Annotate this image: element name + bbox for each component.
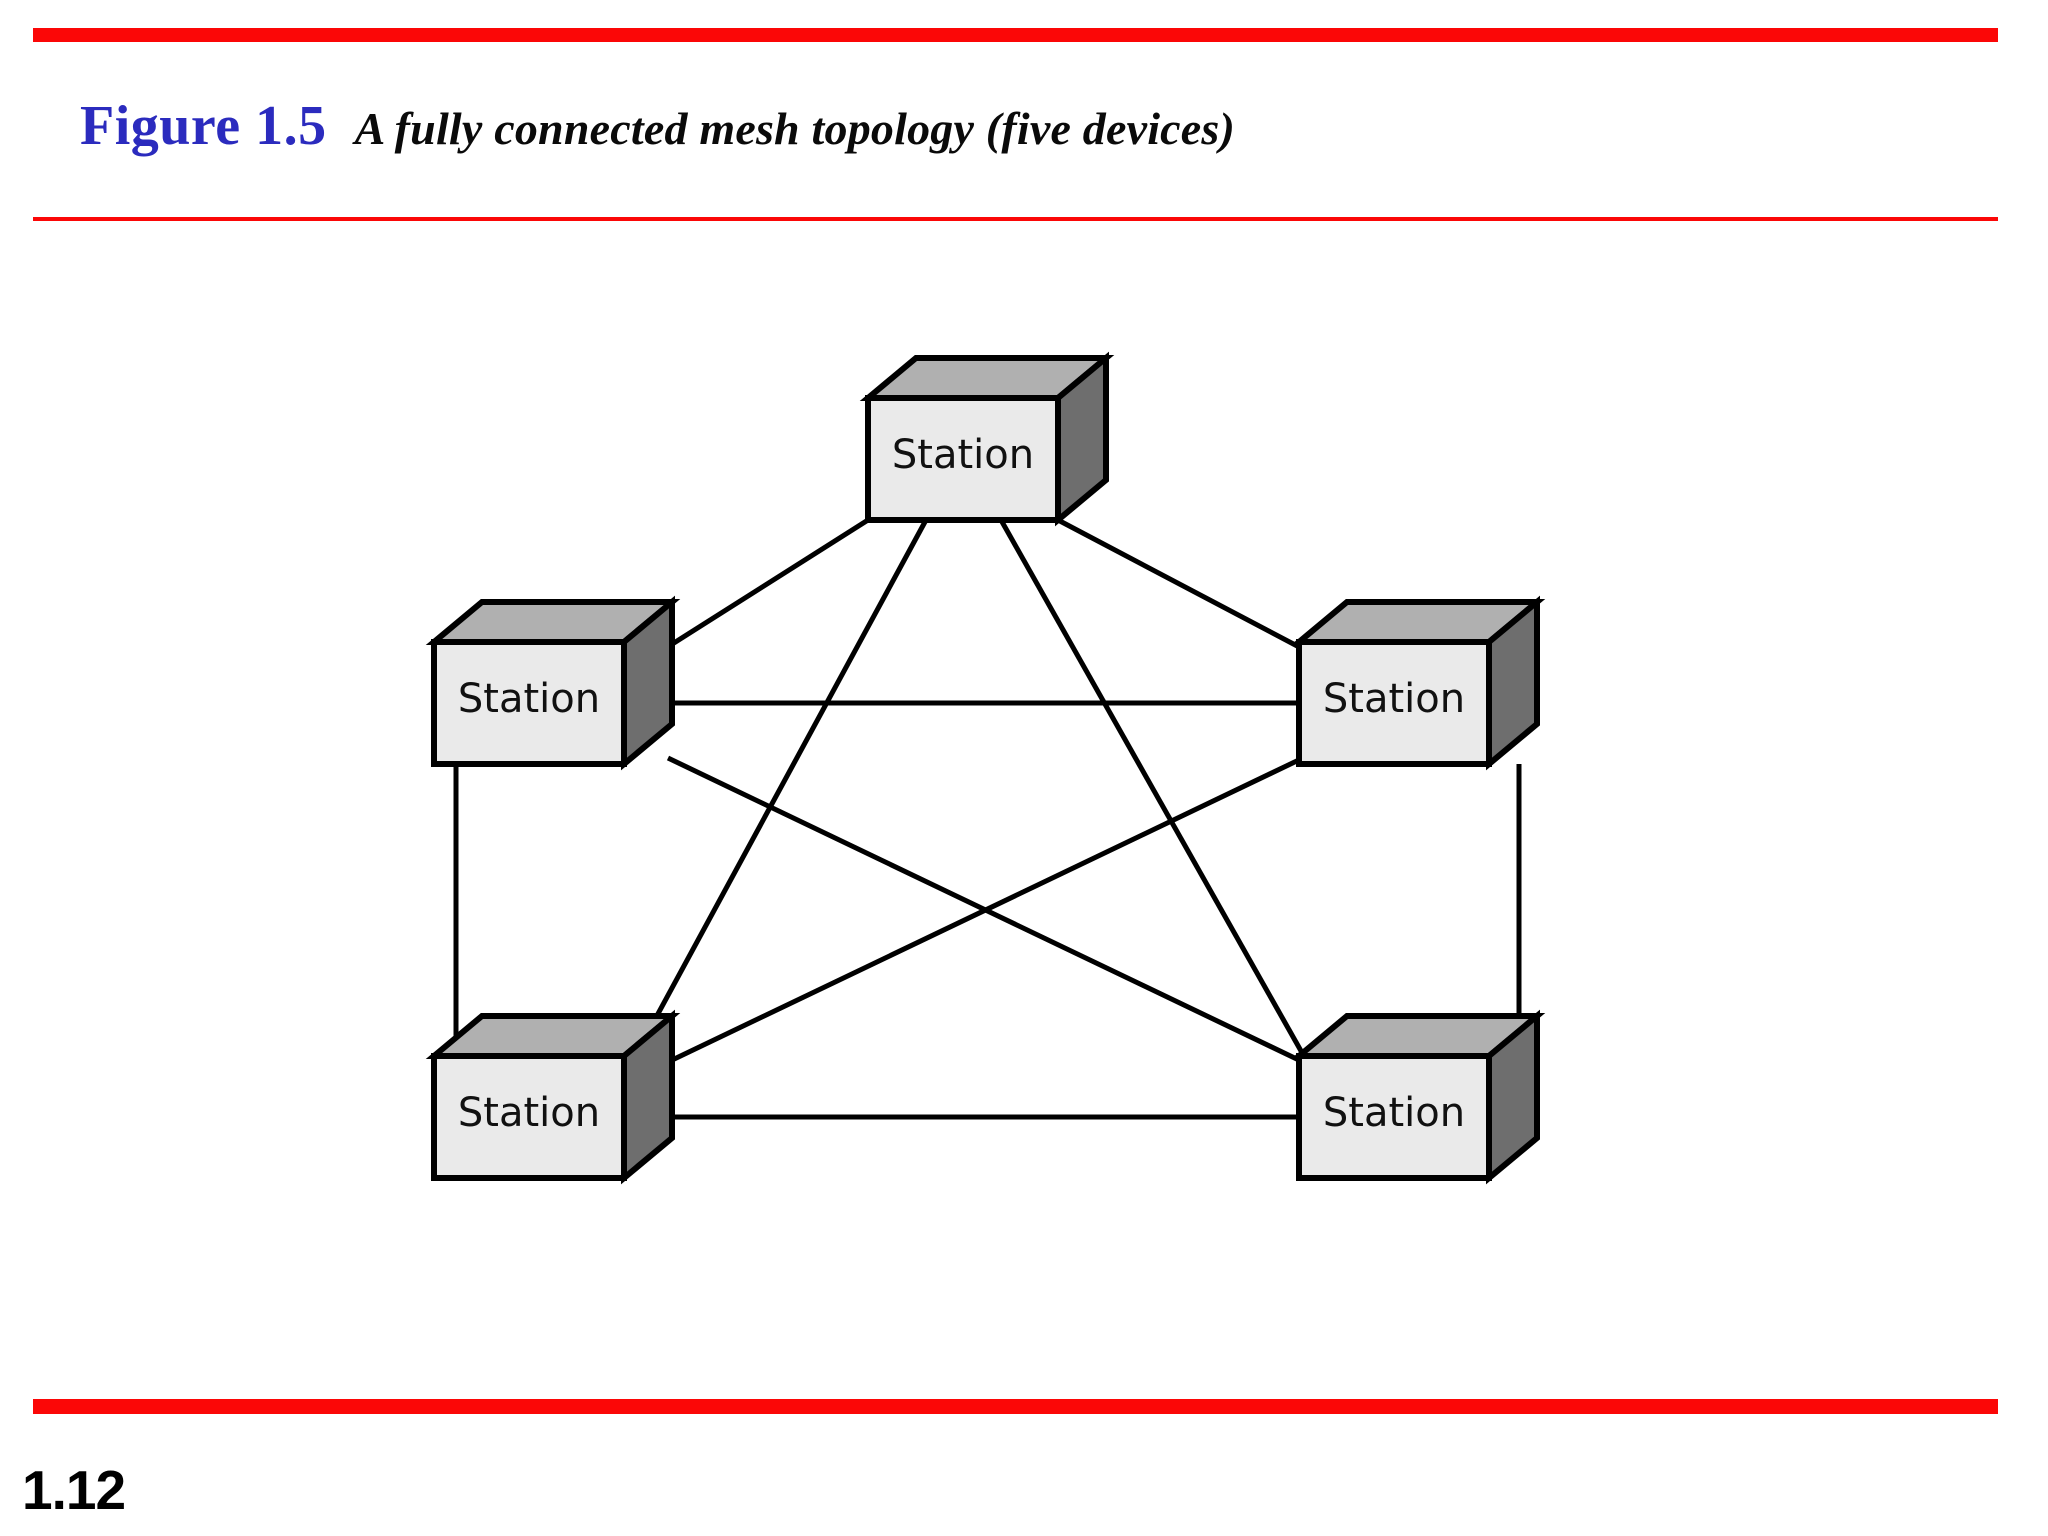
links-layer [453,517,1522,1120]
bottom-accent-bar [33,1399,1998,1414]
page-number: 1.12 [22,1459,126,1521]
station-front-face [431,639,627,767]
station-front-face [1296,1053,1492,1181]
station-front-face [865,395,1061,523]
figure-number-label: Figure 1.5 [80,95,327,157]
figure-caption-label: A fully connected mesh topology (five de… [354,103,1236,154]
station-node-top[interactable] [859,351,1115,527]
nodes-layer [425,351,1546,1185]
figure-title: Figure 1.5 A fully connected mesh topolo… [80,94,1235,164]
link-top-to-bottom-right [998,518,1308,1060]
link-top-to-bottom-left [631,518,929,1060]
link-top-to-right [1056,517,1303,651]
station-front-face [1296,639,1492,767]
link-right-to-bottom-left [666,755,1305,1065]
station-node-left[interactable] [425,595,681,771]
station-node-right[interactable] [1290,595,1546,771]
title-divider-rule [33,217,1998,221]
link-top-to-left [664,517,870,651]
station-front-face [431,1053,627,1181]
station-node-bottom-right[interactable] [1290,1009,1546,1185]
station-node-bottom-left[interactable] [425,1009,681,1185]
top-accent-bar [33,28,1998,42]
